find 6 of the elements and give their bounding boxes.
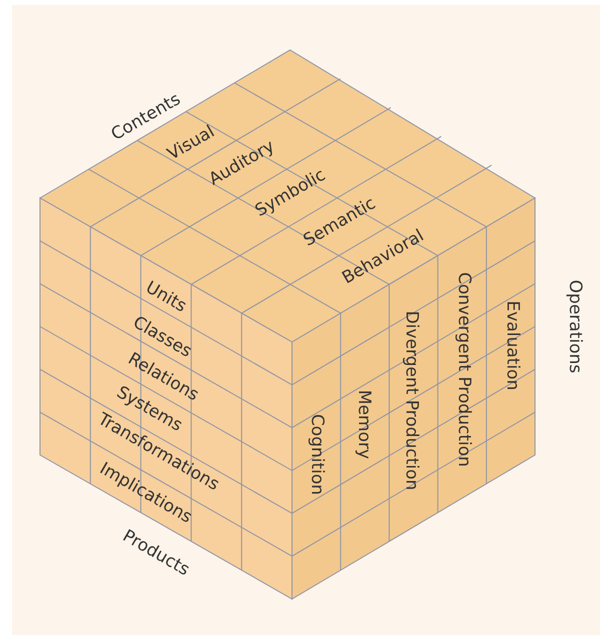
axis-label: Operations <box>566 279 583 373</box>
category-label: Evaluation <box>503 300 520 390</box>
category-label: Memory <box>354 389 372 459</box>
category-label: Convergent Production <box>454 272 472 466</box>
category-label: Cognition <box>308 413 325 495</box>
category-label: Divergent Production <box>402 310 420 490</box>
